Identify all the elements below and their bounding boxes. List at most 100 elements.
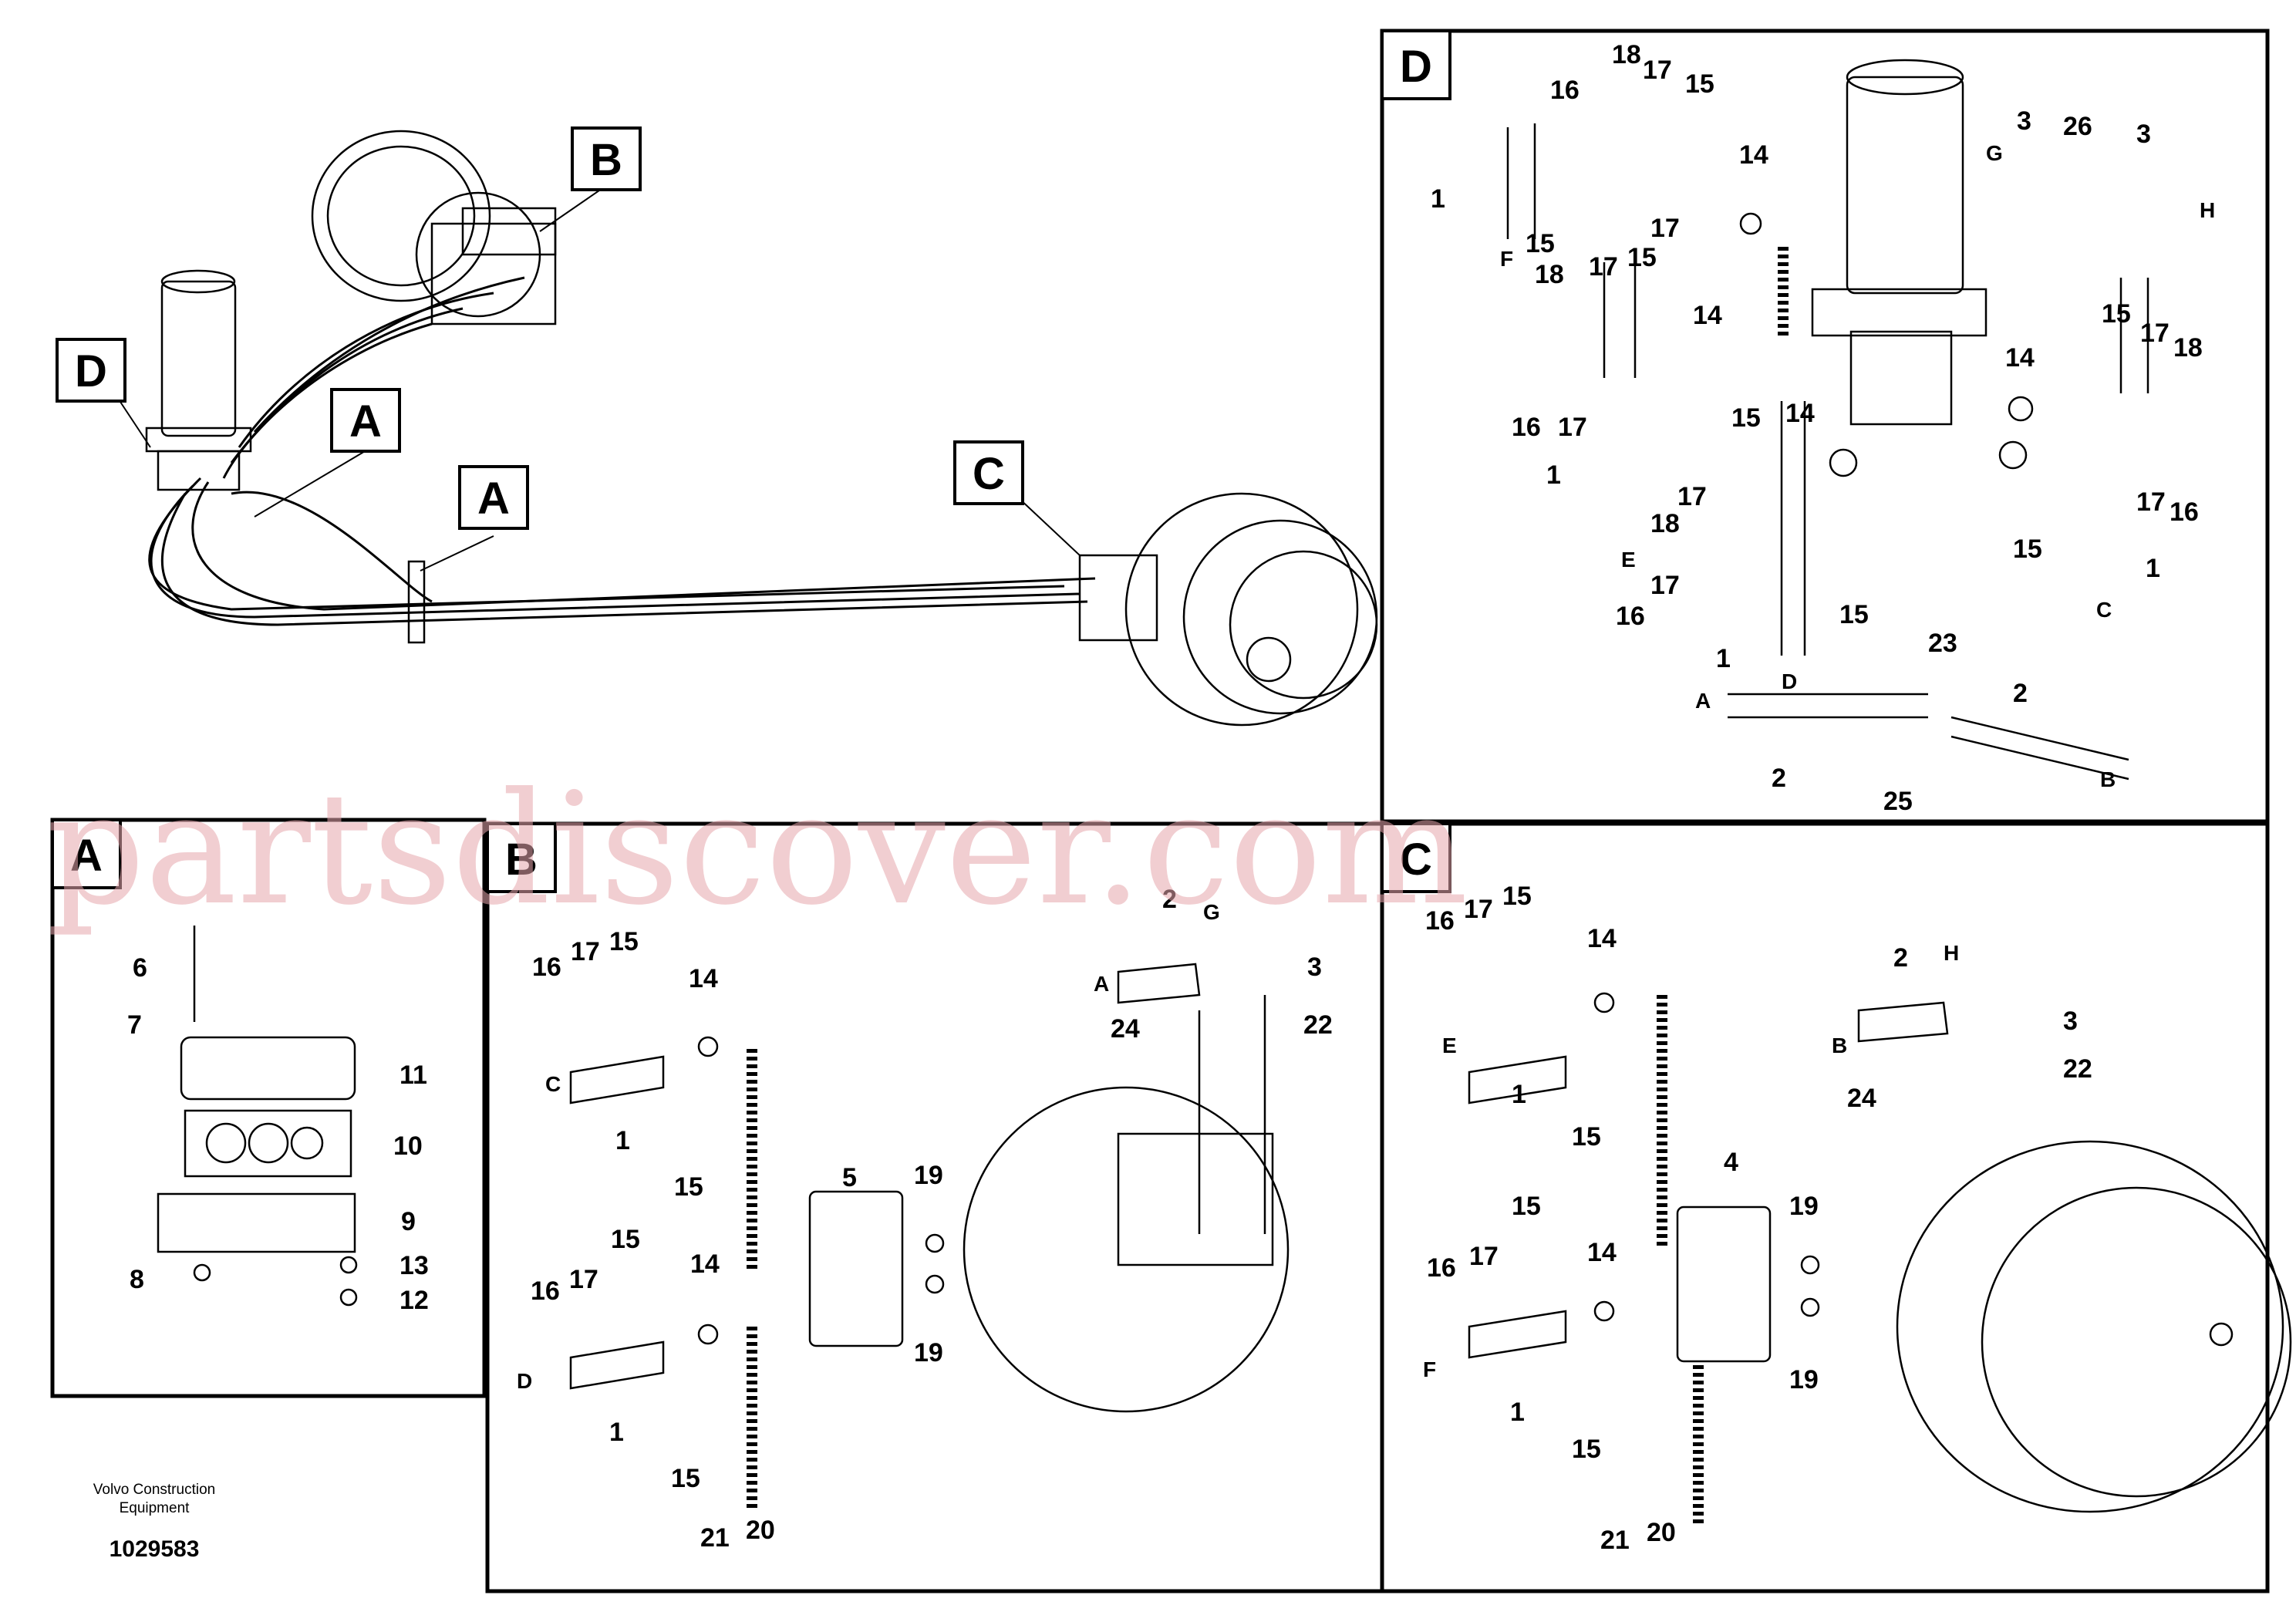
svg-text:C: C xyxy=(2096,598,2112,622)
svg-text:A: A xyxy=(1094,972,1109,996)
svg-text:12: 12 xyxy=(400,1286,429,1315)
svg-text:B: B xyxy=(1832,1034,1847,1057)
svg-text:15: 15 xyxy=(1572,1435,1601,1464)
svg-text:14: 14 xyxy=(1587,1238,1617,1267)
svg-text:14: 14 xyxy=(1739,140,1768,170)
svg-text:17: 17 xyxy=(1643,56,1672,85)
svg-text:15: 15 xyxy=(1526,229,1555,258)
svg-text:15: 15 xyxy=(671,1464,700,1493)
svg-text:1: 1 xyxy=(1716,644,1731,673)
svg-text:B: B xyxy=(2100,767,2116,791)
svg-text:2: 2 xyxy=(1772,764,1786,793)
svg-text:14: 14 xyxy=(690,1249,720,1279)
svg-text:A: A xyxy=(349,396,382,447)
overview-callout-c: C xyxy=(953,440,1024,505)
panel-c-callouts: 16 17 15 14 1 15 2 3 22 24 4 19 19 16 17… xyxy=(1425,882,2092,1555)
svg-text:19: 19 xyxy=(1789,1192,1819,1221)
svg-text:5: 5 xyxy=(842,1163,857,1192)
svg-text:14: 14 xyxy=(689,964,718,993)
svg-text:C: C xyxy=(973,449,1005,499)
svg-text:26: 26 xyxy=(2063,112,2092,141)
svg-text:16: 16 xyxy=(532,953,561,982)
svg-text:15: 15 xyxy=(2102,299,2131,329)
svg-text:B: B xyxy=(505,835,538,885)
svg-text:17: 17 xyxy=(1677,482,1707,511)
svg-text:A: A xyxy=(477,474,510,524)
svg-text:15: 15 xyxy=(1502,882,1532,911)
svg-text:18: 18 xyxy=(1650,509,1680,538)
svg-text:1: 1 xyxy=(609,1418,624,1447)
panel-d-callouts: 18 17 15 16 14 17 15 1 18 17 15 14 16 17… xyxy=(1431,40,2203,816)
svg-text:16: 16 xyxy=(1427,1253,1456,1283)
panel-c-letters: H E B F xyxy=(1423,941,1959,1381)
svg-text:E: E xyxy=(1442,1034,1457,1057)
svg-text:4: 4 xyxy=(1724,1148,1738,1177)
svg-text:16: 16 xyxy=(1425,906,1455,936)
svg-text:3: 3 xyxy=(2063,1007,2078,1036)
svg-text:17: 17 xyxy=(2140,319,2170,348)
svg-text:10: 10 xyxy=(393,1131,423,1161)
svg-text:15: 15 xyxy=(1731,403,1761,433)
svg-text:17: 17 xyxy=(1558,413,1587,442)
svg-text:17: 17 xyxy=(569,1265,598,1294)
svg-text:21: 21 xyxy=(700,1523,730,1553)
svg-text:17: 17 xyxy=(571,937,600,966)
svg-text:19: 19 xyxy=(1789,1365,1819,1394)
svg-text:1: 1 xyxy=(1512,1080,1526,1109)
svg-text:3: 3 xyxy=(2017,106,2031,136)
svg-text:6: 6 xyxy=(133,953,147,983)
overview-callout-d: D xyxy=(56,338,126,403)
svg-text:24: 24 xyxy=(1847,1084,1876,1113)
svg-text:H: H xyxy=(2200,198,2215,222)
svg-text:C: C xyxy=(545,1072,561,1096)
svg-text:D: D xyxy=(1400,42,1432,92)
svg-text:F: F xyxy=(1423,1357,1436,1381)
svg-text:14: 14 xyxy=(1785,399,1815,428)
svg-text:21: 21 xyxy=(1600,1526,1630,1555)
svg-text:1: 1 xyxy=(1510,1398,1525,1427)
panel-d-letters: F E D C G H A B xyxy=(1500,141,2215,791)
panel-b-callouts: 2 3 22 24 16 17 15 14 1 15 5 19 19 16 17… xyxy=(531,885,1333,1553)
svg-text:E: E xyxy=(1621,548,1636,572)
svg-text:F: F xyxy=(1500,247,1513,271)
svg-text:20: 20 xyxy=(1647,1518,1676,1547)
svg-text:D: D xyxy=(517,1369,532,1393)
svg-text:15: 15 xyxy=(611,1225,640,1254)
rear-travel-motor-drawing xyxy=(311,130,557,325)
hose-bundle-drawing xyxy=(148,276,1096,626)
watermark: partsdiscover.com xyxy=(46,760,1468,939)
svg-text:13: 13 xyxy=(400,1251,429,1280)
svg-text:16: 16 xyxy=(531,1276,560,1306)
overview-callout-a1: A xyxy=(330,388,401,453)
svg-text:1: 1 xyxy=(1431,184,1445,214)
svg-text:2: 2 xyxy=(1893,943,1908,973)
svg-text:17: 17 xyxy=(1469,1242,1499,1271)
svg-text:G: G xyxy=(1203,900,1220,924)
overview-callout-b: B xyxy=(571,126,642,191)
svg-text:22: 22 xyxy=(1303,1010,1333,1040)
svg-text:15: 15 xyxy=(1839,600,1869,629)
svg-text:24: 24 xyxy=(1111,1014,1140,1044)
svg-text:19: 19 xyxy=(914,1338,943,1367)
overview-callouts: B D A A C xyxy=(56,126,1024,530)
svg-text:18: 18 xyxy=(1612,40,1641,69)
svg-text:14: 14 xyxy=(1587,924,1617,953)
svg-text:16: 16 xyxy=(1512,413,1541,442)
svg-text:14: 14 xyxy=(1693,301,1722,330)
svg-text:23: 23 xyxy=(1928,629,1957,658)
svg-text:C: C xyxy=(1400,835,1432,885)
manufacturer-name: Volvo Construction Equipment xyxy=(93,1482,216,1516)
svg-text:15: 15 xyxy=(674,1172,703,1202)
svg-text:22: 22 xyxy=(2063,1054,2092,1084)
svg-text:15: 15 xyxy=(1512,1192,1541,1221)
svg-text:11: 11 xyxy=(400,1061,427,1090)
document-number: 1029583 xyxy=(109,1536,200,1562)
svg-text:A: A xyxy=(70,831,103,881)
svg-text:H: H xyxy=(1944,941,1959,965)
svg-text:7: 7 xyxy=(127,1010,142,1040)
svg-text:19: 19 xyxy=(914,1161,943,1190)
svg-text:D: D xyxy=(75,346,107,396)
panel-view-c: C 16 17 15 14 1 15 2 3 22 24 4 xyxy=(1380,821,2292,1593)
footer: Volvo Construction Equipment 1029583 xyxy=(46,1481,262,1563)
hose-clamp-drawing xyxy=(407,560,426,644)
